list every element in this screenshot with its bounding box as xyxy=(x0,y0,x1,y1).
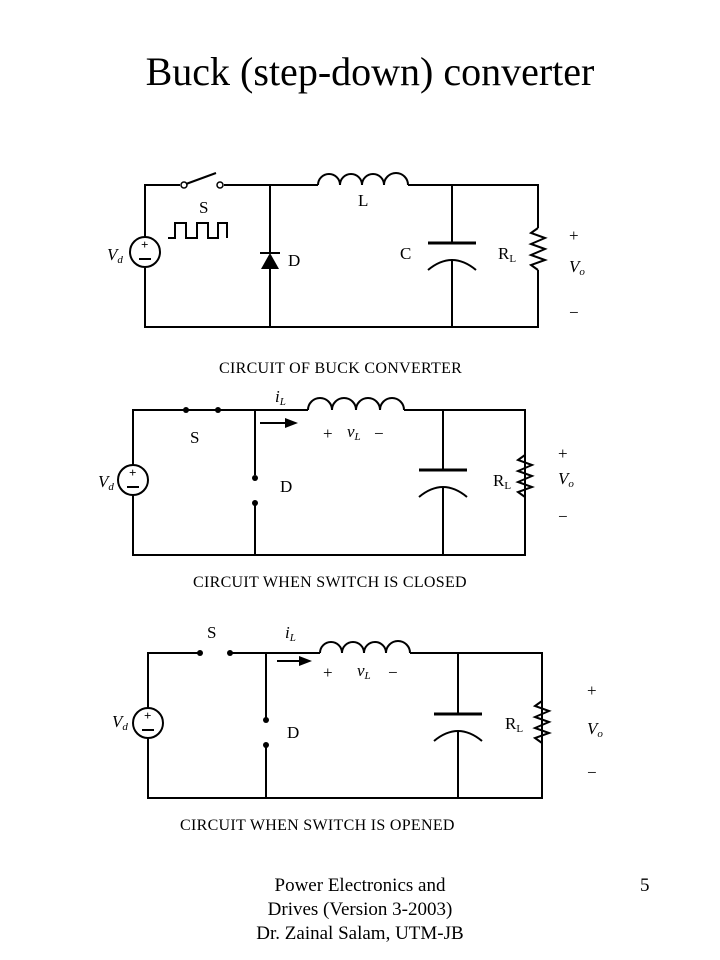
svg-text:+: + xyxy=(141,237,148,252)
current-label: iL xyxy=(285,623,296,644)
switch-label: S xyxy=(190,428,199,447)
voltage-source: + xyxy=(129,236,161,268)
slide-title: Buck (step-down) converter xyxy=(145,49,595,94)
circuit-switch-closed: + S iL + vL − D RL Vd + Vo − CIRC xyxy=(98,387,574,591)
output-voltage-label: Vo xyxy=(587,719,603,740)
circuit-switch-opened: + S iL + vL − D RL Vd + Vo − CIRC xyxy=(112,623,603,834)
inductor xyxy=(317,172,409,186)
circuit-caption: CIRCUIT WHEN SWITCH IS CLOSED xyxy=(193,574,467,591)
load-resistor xyxy=(528,227,548,271)
switch xyxy=(180,172,224,189)
capacitor xyxy=(418,468,468,498)
output-plus: + xyxy=(569,226,579,245)
footer-credits: Power Electronics and Drives (Version 3-… xyxy=(255,874,465,946)
inductor xyxy=(319,640,411,654)
page-number: 5 xyxy=(640,875,650,896)
capacitor xyxy=(433,712,483,742)
footer-line: Dr. Zainal Salam, UTM-JB xyxy=(256,923,464,944)
diode-label: D xyxy=(280,477,292,496)
footer-line: Drives (Version 3-2003) xyxy=(267,899,453,920)
inductor-current-arrow xyxy=(260,418,298,428)
inductor-voltage-minus: − xyxy=(388,663,398,682)
inductor-voltage-plus: + xyxy=(323,424,333,443)
diode-conducting xyxy=(263,717,269,748)
current-label: iL xyxy=(275,387,286,408)
load-label: RL xyxy=(505,714,523,735)
output-voltage-label: Vo xyxy=(569,257,585,278)
output-plus: + xyxy=(558,444,568,463)
inductor xyxy=(307,397,405,411)
diode-open xyxy=(252,475,258,506)
output-minus: − xyxy=(558,507,568,526)
gate-pulse-waveform xyxy=(168,222,228,239)
output-minus: − xyxy=(569,303,579,322)
footer-line: Power Electronics and xyxy=(274,875,446,896)
diode-label: D xyxy=(288,251,300,270)
switch-label: S xyxy=(207,623,216,642)
load-label: RL xyxy=(493,471,511,492)
capacitor xyxy=(427,241,477,271)
inductor-voltage-label: vL xyxy=(357,661,371,682)
output-plus: + xyxy=(587,681,597,700)
source-label: Vd xyxy=(112,712,128,733)
svg-text:+: + xyxy=(144,708,151,723)
wires xyxy=(144,184,539,328)
circuit-caption: CIRCUIT WHEN SWITCH IS OPENED xyxy=(180,817,455,834)
inductor-voltage-minus: − xyxy=(374,424,384,443)
switch-closed xyxy=(183,407,221,413)
switch-open xyxy=(197,650,233,656)
switch-label: S xyxy=(199,198,208,217)
circuit-buck-converter: + S L D C RL Vd + Vo − CIRCUIT OF BUCK C… xyxy=(107,172,585,377)
source-label: Vd xyxy=(98,472,114,493)
output-voltage-label: Vo xyxy=(558,469,574,490)
source-label: Vd xyxy=(107,245,123,266)
inductor-label: L xyxy=(358,191,368,210)
output-minus: − xyxy=(587,763,597,782)
load-resistor xyxy=(532,700,552,744)
diode xyxy=(260,252,280,269)
inductor-voltage-plus: + xyxy=(323,663,333,682)
load-label: RL xyxy=(498,244,516,265)
circuit-caption: CIRCUIT OF BUCK CONVERTER xyxy=(219,360,462,377)
inductor-current-arrow xyxy=(277,656,312,666)
inductor-voltage-label: vL xyxy=(347,422,361,443)
capacitor-label: C xyxy=(400,244,411,263)
voltage-source: + xyxy=(117,464,149,496)
wires xyxy=(147,652,543,799)
diode-label: D xyxy=(287,723,299,742)
load-resistor xyxy=(515,454,535,498)
voltage-source: + xyxy=(132,707,164,739)
svg-text:+: + xyxy=(129,465,136,480)
wires xyxy=(132,409,526,556)
